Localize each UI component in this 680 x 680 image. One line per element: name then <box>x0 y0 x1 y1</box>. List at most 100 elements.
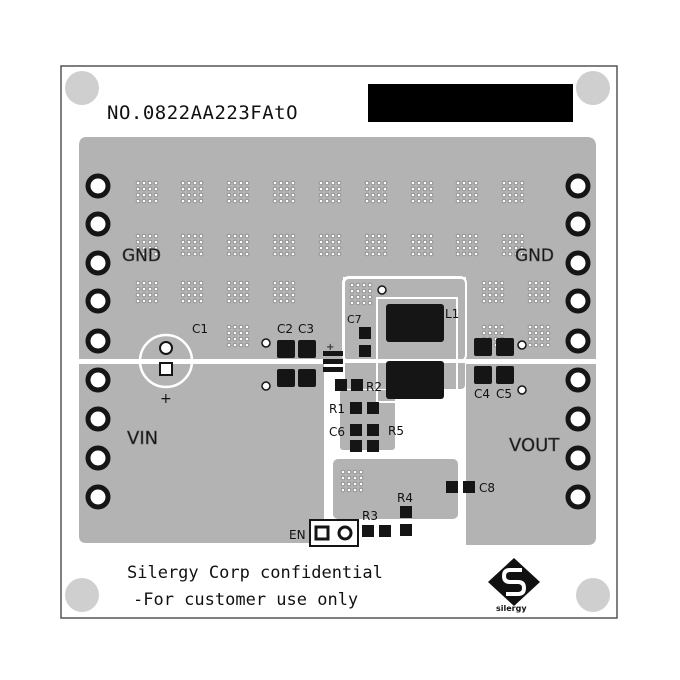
via <box>272 245 278 251</box>
header-pin-left-6[interactable] <box>85 367 111 393</box>
via <box>232 233 238 239</box>
via <box>141 192 147 198</box>
via <box>422 186 428 192</box>
output-capacitors: C4 C5 <box>474 338 527 401</box>
via <box>527 280 533 286</box>
via <box>226 233 232 239</box>
via <box>481 298 487 304</box>
via <box>382 245 388 251</box>
header-pin-left-2[interactable] <box>85 211 111 237</box>
via <box>358 481 364 487</box>
r3-pad-1 <box>362 525 374 537</box>
via-array <box>135 180 159 204</box>
via <box>364 192 370 198</box>
via <box>364 198 370 204</box>
via <box>507 180 513 186</box>
via <box>364 251 370 257</box>
via <box>376 233 382 239</box>
via <box>487 298 493 304</box>
via <box>192 292 198 298</box>
via <box>226 245 232 251</box>
header-pin-right-9[interactable] <box>565 484 591 510</box>
via <box>192 239 198 245</box>
l1-label: L1 <box>445 307 459 321</box>
via <box>364 180 370 186</box>
mounting-hole-top-right <box>576 71 610 105</box>
header-pin-right-6[interactable] <box>565 367 591 393</box>
via <box>336 186 342 192</box>
en-pin-2[interactable] <box>337 525 353 541</box>
header-pin-right-3[interactable] <box>565 250 591 276</box>
header-pin-left-7[interactable] <box>85 406 111 432</box>
via <box>455 233 461 239</box>
via <box>147 239 153 245</box>
inductor-l1: L1 <box>376 285 459 403</box>
ic-pad-1 <box>323 351 343 356</box>
via <box>501 186 507 192</box>
via <box>232 292 238 298</box>
via <box>455 198 461 204</box>
via <box>361 288 367 294</box>
header-pin-left-3[interactable] <box>85 250 111 276</box>
via <box>461 198 467 204</box>
via <box>545 280 551 286</box>
header-pin-left-9[interactable] <box>85 484 111 510</box>
via <box>519 198 525 204</box>
header-pin-left-4[interactable] <box>85 288 111 314</box>
via <box>135 192 141 198</box>
via <box>473 198 479 204</box>
via <box>324 186 330 192</box>
via <box>499 292 505 298</box>
via <box>422 239 428 245</box>
via <box>382 198 388 204</box>
resistor-r3: R3 <box>362 509 391 537</box>
c6-pad-2 <box>367 424 379 436</box>
via <box>141 233 147 239</box>
via <box>153 286 159 292</box>
via <box>340 475 346 481</box>
via-array <box>226 180 250 204</box>
header-pin-left-1[interactable] <box>85 173 111 199</box>
via <box>461 186 467 192</box>
via <box>238 180 244 186</box>
via <box>284 292 290 298</box>
via <box>232 324 238 330</box>
via <box>180 239 186 245</box>
via <box>135 233 141 239</box>
header-pin-right-2[interactable] <box>565 211 591 237</box>
via <box>272 233 278 239</box>
via <box>513 198 519 204</box>
via <box>324 251 330 257</box>
header-pin-left-5[interactable] <box>85 328 111 354</box>
via <box>370 186 376 192</box>
via <box>284 251 290 257</box>
enable-jumper[interactable]: EN <box>289 519 359 547</box>
via <box>238 192 244 198</box>
via <box>330 233 336 239</box>
via <box>135 186 141 192</box>
via <box>364 186 370 192</box>
via-array <box>272 180 296 204</box>
header-pin-right-8[interactable] <box>565 445 591 471</box>
header-pin-right-5[interactable] <box>565 328 591 354</box>
via-array <box>180 180 204 204</box>
via <box>186 192 192 198</box>
en-pin-1[interactable] <box>314 525 330 541</box>
header-pin-left-8[interactable] <box>85 445 111 471</box>
header-pin-right-4[interactable] <box>565 288 591 314</box>
via <box>153 198 159 204</box>
via <box>198 192 204 198</box>
header-pin-right-7[interactable] <box>565 406 591 432</box>
via <box>376 245 382 251</box>
via <box>290 292 296 298</box>
via <box>493 330 499 336</box>
via <box>232 180 238 186</box>
via <box>226 324 232 330</box>
via <box>238 292 244 298</box>
via <box>499 280 505 286</box>
via <box>135 280 141 286</box>
header-pin-right-1[interactable] <box>565 173 591 199</box>
via <box>244 292 250 298</box>
via <box>370 198 376 204</box>
r1-label: R1 <box>329 402 345 416</box>
